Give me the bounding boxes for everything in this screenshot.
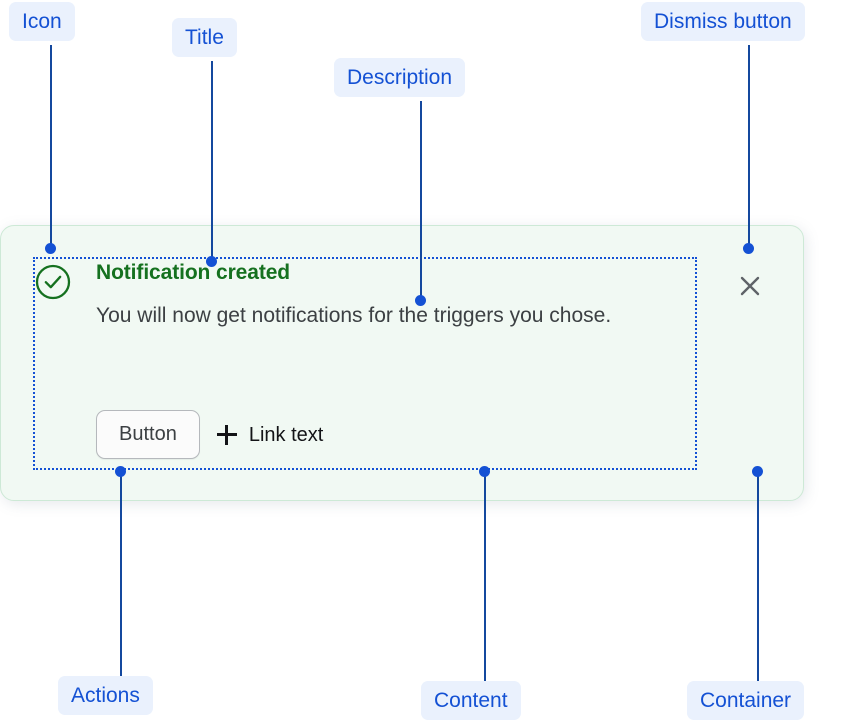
annotation-label-title: Title bbox=[172, 18, 237, 57]
notification-description: You will now get notifications for the t… bbox=[96, 304, 612, 327]
check-circle-icon bbox=[34, 263, 72, 301]
annotation-leader-dismiss-button bbox=[748, 45, 750, 248]
notification-actions: Button Link text bbox=[96, 410, 323, 459]
annotation-dot-title bbox=[206, 256, 217, 267]
dismiss-button[interactable] bbox=[735, 271, 765, 301]
notification-title: Notification created bbox=[96, 261, 291, 284]
annotation-leader-icon bbox=[50, 45, 52, 248]
annotation-label-content: Content bbox=[421, 681, 521, 720]
action-button[interactable]: Button bbox=[96, 410, 200, 459]
add-link-action[interactable]: Link text bbox=[216, 422, 324, 448]
annotation-label-container: Container bbox=[687, 681, 805, 720]
annotation-leader-description bbox=[420, 101, 422, 300]
annotation-leader-container bbox=[757, 471, 759, 681]
annotation-dot-container bbox=[752, 466, 763, 477]
annotation-label-icon: Icon bbox=[9, 2, 75, 41]
close-icon bbox=[735, 276, 765, 304]
annotation-dot-description bbox=[415, 295, 426, 306]
annotation-dot-content bbox=[479, 466, 490, 477]
link-text-label: Link text bbox=[248, 423, 324, 446]
plus-icon bbox=[216, 424, 237, 445]
notification-container: Notification created You will now get no… bbox=[0, 225, 804, 501]
annotation-dot-actions bbox=[115, 466, 126, 477]
annotation-label-description: Description bbox=[334, 58, 466, 97]
notification-text-block: Notification created You will now get no… bbox=[96, 258, 701, 335]
annotation-dot-icon bbox=[45, 243, 56, 254]
annotation-label-actions: Actions bbox=[58, 676, 153, 715]
annotation-leader-actions bbox=[120, 471, 122, 676]
annotation-dot-dismiss-button bbox=[743, 243, 754, 254]
annotation-leader-content bbox=[484, 471, 486, 681]
annotation-label-dismiss-button: Dismiss button bbox=[641, 2, 805, 41]
notification-content: Notification created You will now get no… bbox=[34, 258, 774, 472]
annotation-leader-title bbox=[211, 61, 213, 257]
